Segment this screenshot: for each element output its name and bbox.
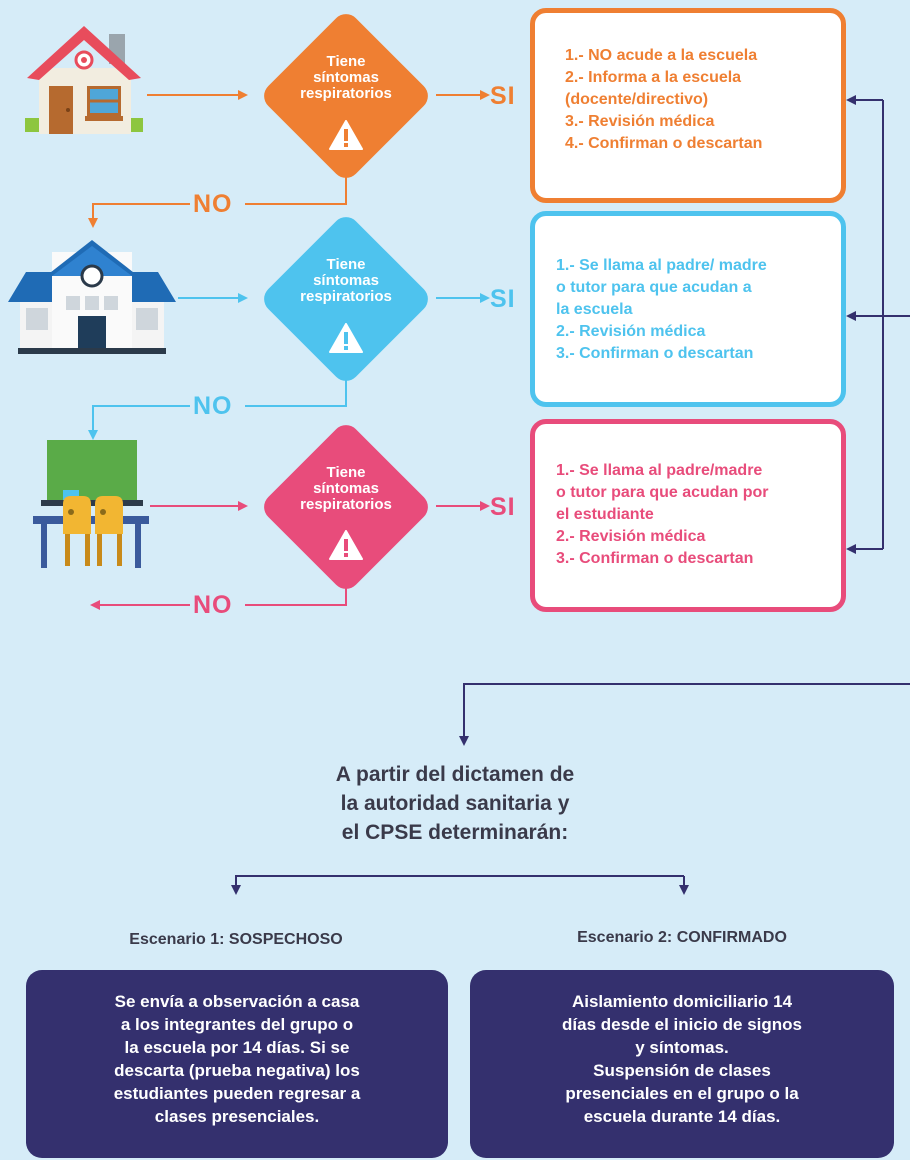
no-label-1: NO <box>193 190 233 218</box>
decision-label-line: respiratorios <box>300 85 392 102</box>
connector-no-2 <box>245 380 347 407</box>
scenario-line: y síntomas. <box>635 1038 729 1057</box>
house-icon <box>25 26 143 134</box>
decision-label-2: Tiene síntomas respiratorios <box>286 257 406 305</box>
scenario-line: días desde el inicio de signos <box>562 1015 802 1034</box>
decision-label-line: Tiene <box>326 464 366 481</box>
decision-text-line: la autoridad sanitaria y <box>340 792 570 815</box>
decision-label-line: síntomas <box>313 480 379 497</box>
action-line: la escuela <box>556 301 633 318</box>
yes-label-1: SI <box>490 82 516 110</box>
action-line: 2.- Revisión médica <box>556 323 706 340</box>
decision-label-line: respiratorios <box>300 288 392 305</box>
decision-text-line: el CPSE determinarán: <box>341 821 569 844</box>
yes-label-3: SI <box>490 493 516 521</box>
arrow-no-2-down <box>88 405 190 440</box>
decision-label-line: síntomas <box>313 69 379 86</box>
yes-label-2: SI <box>490 285 516 313</box>
decision-label-line: respiratorios <box>300 496 392 513</box>
authority-decision-text: A partir del dictamen de la autoridad sa… <box>255 760 655 847</box>
scenario-2-title: Escenario 2: CONFIRMADO <box>577 929 787 946</box>
action-line: el estudiante <box>556 506 654 523</box>
action-box-1: 1.- NO acude a la escuela 2.- Informa a … <box>530 8 846 203</box>
scenario-2-box: Aislamiento domiciliario 14 días desde e… <box>470 970 894 1158</box>
scenario-line: estudiantes pueden regresar a <box>113 1084 361 1103</box>
warning-icon <box>329 530 363 560</box>
action-line: 3.- Confirman o descartan <box>556 550 754 567</box>
action-line: 2.- Revisión médica <box>556 528 706 545</box>
connector-no-1 <box>245 176 347 205</box>
connector-no-3 <box>245 578 347 606</box>
no-label-3: NO <box>193 591 233 619</box>
action-line: 2.- Informa a la escuela <box>565 69 742 86</box>
scenario-line: Suspensión de clases <box>593 1061 771 1080</box>
warning-icon <box>329 323 363 353</box>
scenario-line: escuela durante 14 días. <box>583 1107 781 1126</box>
scenario-line: descarta (prueba negativa) los <box>114 1061 360 1080</box>
action-line: (docente/directivo) <box>565 91 709 108</box>
action-line: 3.- Confirman o descartan <box>556 345 754 362</box>
arrow-to-scenario-1 <box>231 875 684 895</box>
action-line: 1.- NO acude a la escuela <box>565 47 758 64</box>
scenario-line: presenciales en el grupo o la <box>565 1084 799 1103</box>
action-box-3: 1.- Se llama al padre/madre o tutor para… <box>530 419 846 612</box>
action-line: o tutor para que acudan por <box>556 484 769 501</box>
scenario-1-title: Escenario 1: SOSPECHOSO <box>129 931 343 948</box>
arrow-to-decision-text <box>459 683 910 746</box>
decision-label-line: síntomas <box>313 272 379 289</box>
scenario-line: Se envía a observación a casa <box>114 992 360 1011</box>
scenario-line: clases presenciales. <box>154 1107 320 1126</box>
no-label-2: NO <box>193 392 233 420</box>
school-icon <box>8 240 176 354</box>
decision-label-line: Tiene <box>326 53 366 70</box>
scenario-line: la escuela por 14 días. Si se <box>124 1038 350 1057</box>
classroom-icon <box>33 440 149 568</box>
action-line: 3.- Revisión médica <box>565 113 715 130</box>
action-line: 1.- Se llama al padre/ madre <box>556 257 767 274</box>
decision-text-line: A partir del dictamen de <box>335 763 575 786</box>
warning-icon <box>329 120 363 150</box>
decision-label-1: Tiene síntomas respiratorios <box>286 54 406 102</box>
scenario-line: a los integrantes del grupo o <box>120 1015 354 1034</box>
scenario-line: Aislamiento domiciliario 14 <box>571 992 793 1011</box>
action-line: o tutor para que acudan a <box>556 279 752 296</box>
action-line: 1.- Se llama al padre/madre <box>556 462 763 479</box>
action-box-2: 1.- Se llama al padre/ madre o tutor par… <box>530 211 846 407</box>
action-line: 4.- Confirman o descartan <box>565 135 763 152</box>
scenario-1-box: Se envía a observación a casa a los inte… <box>26 970 448 1158</box>
arrow-no-1-down <box>88 203 190 228</box>
decision-label-line: Tiene <box>326 256 366 273</box>
decision-label-3: Tiene síntomas respiratorios <box>286 465 406 513</box>
